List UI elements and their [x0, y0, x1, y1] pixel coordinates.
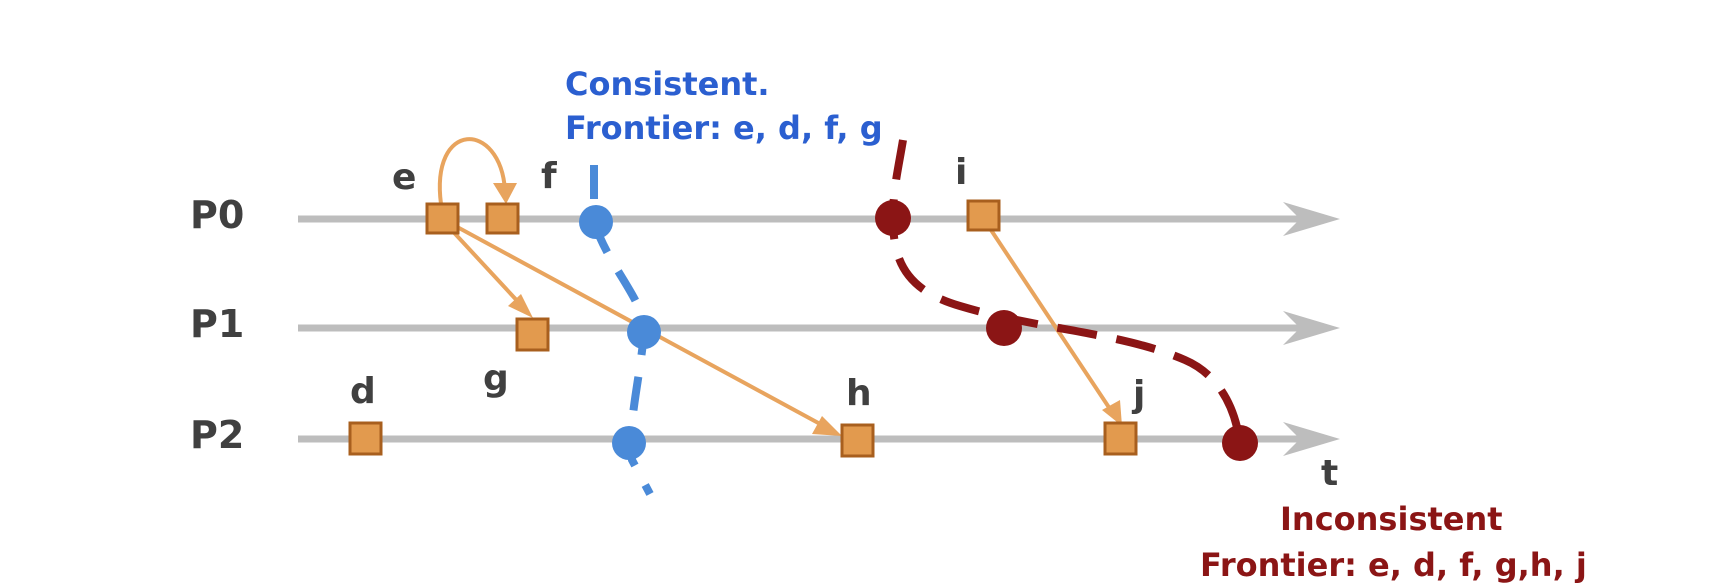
event-d-marker	[348, 421, 383, 456]
message-e-to-f	[437, 137, 507, 205]
event-label-j: j	[1131, 374, 1145, 415]
consistent-caption-frontier: Frontier: e, d, f, g	[565, 109, 883, 147]
event-j-marker	[1103, 421, 1138, 456]
message-e-to-g	[444, 222, 524, 308]
inconsistent-caption-frontier: Frontier: e, d, f, g,h, j	[1200, 546, 1587, 584]
inconsistent-cut-line	[888, 139, 1244, 445]
inconsistent-caption-title: Inconsistent	[1280, 500, 1503, 538]
event-label-e: e	[392, 157, 416, 198]
message-e-to-h-arrowhead	[812, 416, 842, 436]
event-i-marker	[966, 199, 1001, 232]
process-label-p0: P0	[190, 193, 244, 237]
event-label-i: i	[955, 152, 967, 193]
event-label-h: h	[846, 373, 872, 414]
consistent-caption-title: Consistent.	[565, 65, 770, 103]
event-label-d: d	[350, 371, 376, 412]
message-i-to-j-arrowhead	[1102, 400, 1122, 426]
consistent-cut	[579, 165, 661, 496]
consistent-cut-point-p0	[579, 205, 613, 239]
timeline-p2-arrowhead	[1283, 422, 1340, 456]
event-h-marker	[840, 423, 875, 458]
inconsistent-cut-point-p0	[875, 200, 911, 236]
timeline-p1-arrowhead	[1283, 311, 1340, 345]
inconsistent-cut-point-p1	[986, 310, 1022, 346]
events	[348, 199, 1138, 458]
consistent-cut-point-p2	[612, 426, 646, 460]
message-e-to-f-arrowhead	[493, 183, 517, 204]
process-label-p1: P1	[190, 302, 244, 346]
event-label-f: f	[541, 156, 557, 197]
timelines	[298, 202, 1340, 456]
process-label-p2: P2	[190, 413, 244, 457]
event-g-marker	[515, 317, 550, 352]
event-e-marker	[425, 202, 460, 235]
event-label-g: g	[483, 358, 509, 399]
time-axis-label: t	[1321, 453, 1338, 494]
message-i-to-j	[985, 222, 1114, 414]
event-f-marker	[485, 202, 520, 235]
timeline-p0-arrowhead	[1283, 202, 1340, 236]
inconsistent-cut-point-p2	[1222, 425, 1258, 461]
inconsistent-cut	[875, 139, 1258, 461]
consistent-cut-point-p1	[627, 315, 661, 349]
message-e-to-g-arrowhead	[508, 294, 533, 318]
